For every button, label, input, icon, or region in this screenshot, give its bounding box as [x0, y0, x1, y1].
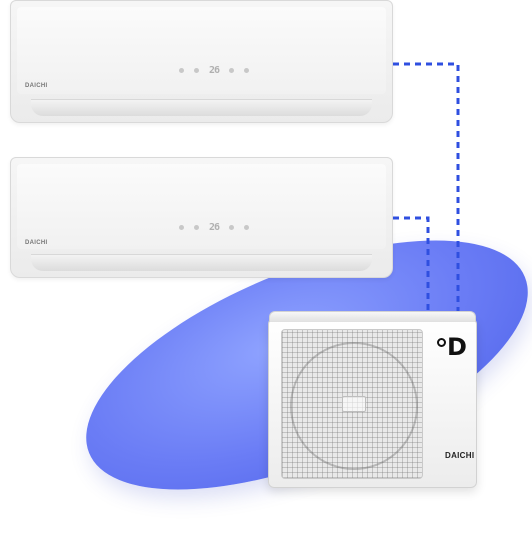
- logo-ring-icon: [437, 338, 446, 347]
- display-icon: [244, 225, 250, 230]
- daichi-logo-icon: D: [437, 335, 467, 359]
- logo-letter: D: [447, 333, 467, 361]
- display-icon: [194, 225, 199, 230]
- display-icon: [229, 225, 235, 230]
- outdoor-unit: D DAICHI: [268, 311, 477, 488]
- indoor-louver: [31, 254, 372, 271]
- display-icon: [179, 225, 184, 230]
- outdoor-brand-label: DAICHI: [445, 451, 475, 460]
- display-icon: [179, 68, 184, 73]
- indoor-display: 26: [179, 222, 250, 233]
- indoor-brand-label: DAICHI: [25, 240, 48, 246]
- fan-badge: [342, 396, 366, 412]
- indoor-display: 26: [179, 65, 250, 76]
- product-scene: 26 DAICHI 26 DAICHI D DAICHI: [10, 0, 532, 541]
- indoor-front-panel: [17, 7, 386, 94]
- indoor-louver: [31, 99, 372, 116]
- indoor-unit-bottom: 26 DAICHI: [10, 157, 393, 278]
- indoor-front-panel: [17, 164, 386, 249]
- display-icon: [229, 68, 235, 73]
- outdoor-top-cover: [269, 311, 476, 322]
- display-icon: [194, 68, 199, 73]
- indoor-brand-label: DAICHI: [25, 83, 48, 89]
- indoor-unit-top: 26 DAICHI: [10, 0, 393, 123]
- fan-grille: [281, 329, 423, 479]
- display-icon: [244, 68, 250, 73]
- display-temperature: 26: [209, 222, 220, 233]
- display-temperature: 26: [209, 65, 220, 76]
